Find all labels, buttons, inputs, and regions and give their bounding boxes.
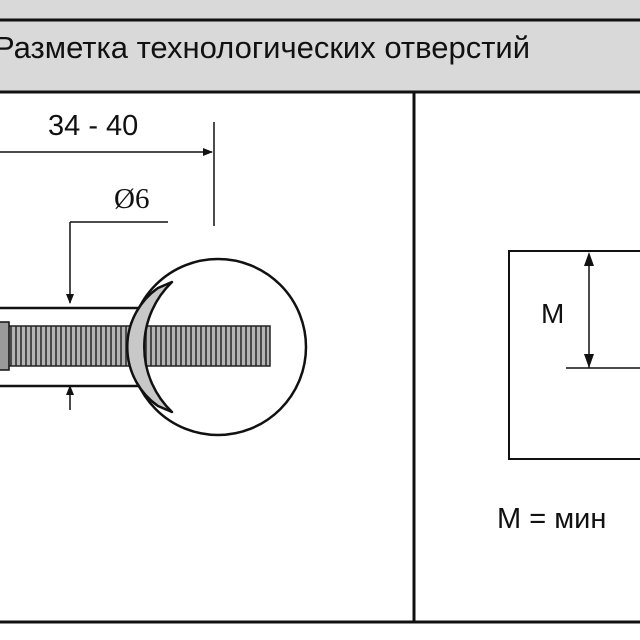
length-dimension-label: 34 - 40 [48,110,139,142]
rod-end [0,321,10,371]
bolt-assembly [0,122,308,437]
page-title: Разметка технологических отверстий [0,30,531,65]
m-arrow-bottom [584,354,594,368]
hole-marking [508,250,640,460]
formula-label: M = мин [497,503,607,535]
frame [0,18,640,624]
hole-dimension-label: M [541,298,565,329]
panel-rectangle [508,250,640,460]
m-arrow-top [584,252,594,266]
header-band [0,0,640,92]
diameter-dimension-label: Ø6 [114,183,150,215]
washer [126,280,174,414]
